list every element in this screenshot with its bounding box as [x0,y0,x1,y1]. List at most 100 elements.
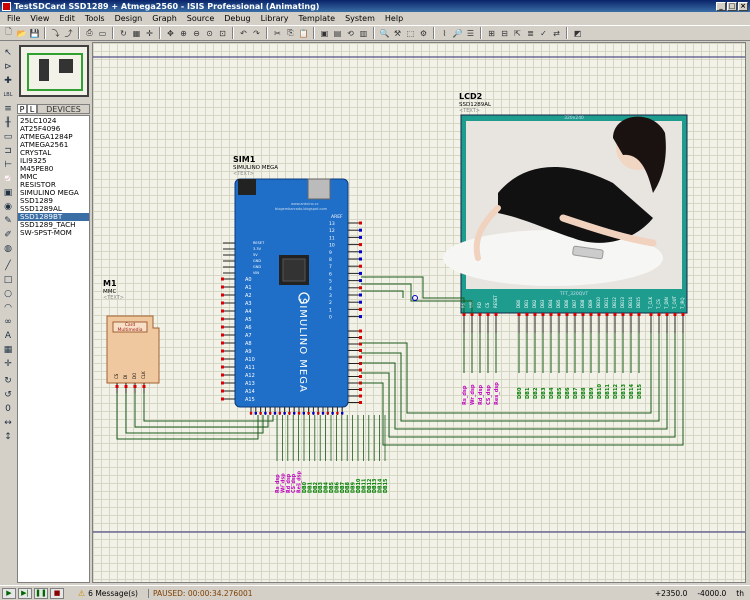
pause-button[interactable]: ❚❚ [34,587,48,599]
device-list-item[interactable]: ATMEGA2561 [20,141,69,149]
menu-debug[interactable]: Debug [224,13,251,23]
library-tab[interactable]: L [27,104,37,114]
close-button[interactable]: × [738,1,748,11]
area-icon[interactable]: ▭ [98,28,107,38]
device-list-item[interactable]: SSD1289_TACH [20,221,76,229]
text-script-icon[interactable]: ≡ [4,103,12,114]
rotate-cw-icon[interactable]: ↻ [4,375,12,386]
undo-icon[interactable]: ↶ [240,28,247,38]
selection-mode-icon[interactable]: ↖ [4,47,12,58]
arc-icon[interactable]: ◠ [4,302,12,313]
pan-icon[interactable]: ✥ [167,28,174,38]
block-copy-icon[interactable]: ▣ [320,28,329,38]
junction-icon[interactable]: ✚ [4,75,12,86]
device-list-item[interactable]: SIMULINO MEGA [20,189,79,197]
overview-window[interactable] [19,45,89,97]
component-mode-icon[interactable]: ⊳ [4,61,12,72]
menu-system[interactable]: System [345,13,375,23]
device-list-item[interactable]: CRYSTAL [20,149,52,157]
vertical-scrollbar[interactable] [746,42,750,583]
menu-source[interactable]: Source [186,13,215,23]
menu-tools[interactable]: Tools [84,13,105,23]
device-list-item[interactable]: SW-SPST-MOM [20,229,72,237]
grid-icon[interactable]: ▦ [132,28,141,38]
device-list-item[interactable]: 25LC1024 [20,117,57,125]
tape-icon[interactable]: ▣ [3,187,13,198]
device-list-item[interactable]: ILI9325 [20,157,47,165]
minimize-button[interactable]: _ [716,1,726,11]
open-file-icon[interactable]: 📂 [16,28,27,38]
zoom-area-icon[interactable]: ⊡ [219,28,226,38]
exit-parent-icon[interactable]: ⇱ [514,28,521,38]
bus-icon[interactable]: ╫ [5,117,11,128]
pick-device-icon[interactable]: 🔍 [379,28,390,38]
line-icon[interactable]: ╱ [5,260,11,271]
menu-template[interactable]: Template [298,13,336,23]
new-file-icon[interactable]: 🗋 [5,27,12,36]
menu-help[interactable]: Help [384,13,404,23]
step-button[interactable]: ▶| [18,587,32,599]
make-device-icon[interactable]: ⚒ [393,28,402,38]
new-sheet-icon[interactable]: ⊞ [488,28,495,38]
redo-icon[interactable]: ↷ [253,28,260,38]
ares-icon[interactable]: ◩ [573,28,582,38]
subcircuit-icon[interactable]: ▭ [3,131,13,142]
mirror-v-icon[interactable]: ↕ [4,431,12,442]
zoom-all-icon[interactable]: ⊙ [206,28,213,38]
import-icon[interactable]: ⤵ [51,28,60,38]
marker-icon[interactable]: ✛ [4,358,12,369]
zoom-in-icon[interactable]: ⊕ [180,28,187,38]
virtual-instrument-icon[interactable]: ◍ [4,243,12,254]
current-probe-icon[interactable]: ✐ [4,229,12,240]
menu-view[interactable]: View [30,13,50,23]
angle-box-icon[interactable]: 0 [5,403,11,414]
device-list-item[interactable]: SSD1289AL [20,205,62,213]
print-icon[interactable]: ⎙ [86,28,93,37]
generator-icon[interactable]: ◉ [4,201,12,212]
circle-icon[interactable]: ○ [4,288,12,299]
device-list-item[interactable]: MMC [20,173,38,181]
remove-sheet-icon[interactable]: ⊟ [501,28,508,38]
block-delete-icon[interactable]: ▥ [359,28,368,38]
mirror-h-icon[interactable]: ↔ [4,417,12,428]
device-list-item[interactable]: ATMEGA1284P [20,133,73,141]
play-button[interactable]: ▶ [2,587,16,599]
decompose-icon[interactable]: ⚙ [419,28,428,38]
graph-icon[interactable]: 📈 [4,175,12,182]
block-rotate-icon[interactable]: ⟲ [347,28,354,38]
text-icon[interactable]: A [4,330,12,341]
paste-icon[interactable]: 📋 [298,28,309,38]
wire-label-icon[interactable]: LBL [3,91,13,98]
refresh-icon[interactable]: ↻ [120,28,127,38]
menu-edit[interactable]: Edit [59,13,75,23]
wire-autorouter-icon[interactable]: ⌇ [442,28,447,38]
rotate-ccw-icon[interactable]: ↺ [4,389,12,400]
netlist-icon[interactable]: ⇄ [553,28,560,38]
cut-icon[interactable]: ✂ [274,28,281,38]
device-list-item[interactable]: SSD1289 [20,197,53,205]
symbol-icon[interactable]: ▦ [3,344,13,355]
block-move-icon[interactable]: ▤ [333,28,342,38]
voltage-probe-icon[interactable]: ✎ [4,215,12,226]
origin-icon[interactable]: ✛ [146,28,153,38]
zoom-out-icon[interactable]: ⊖ [193,28,200,38]
path-icon[interactable]: ∞ [4,316,12,327]
search-icon[interactable]: 🔎 [452,28,463,38]
menu-file[interactable]: File [7,13,21,23]
export-icon[interactable]: ⤴ [64,28,73,38]
device-list-item[interactable]: M45PE80 [20,165,54,173]
bom-icon[interactable]: ≣ [527,28,534,38]
device-list-item[interactable]: AT25F4096 [20,125,61,133]
menu-library[interactable]: Library [260,13,289,23]
menu-design[interactable]: Design [114,13,143,23]
maximize-button[interactable]: □ [727,1,737,11]
stop-button[interactable]: ■ [50,587,64,599]
packaging-icon[interactable]: ⬚ [406,28,415,38]
device-list-item[interactable]: SSD1289BT [18,213,89,221]
menu-graph[interactable]: Graph [152,13,177,23]
box-icon[interactable]: □ [3,274,13,285]
save-icon[interactable]: 💾 [29,28,40,38]
pick-devices-tab[interactable]: P [17,104,27,114]
